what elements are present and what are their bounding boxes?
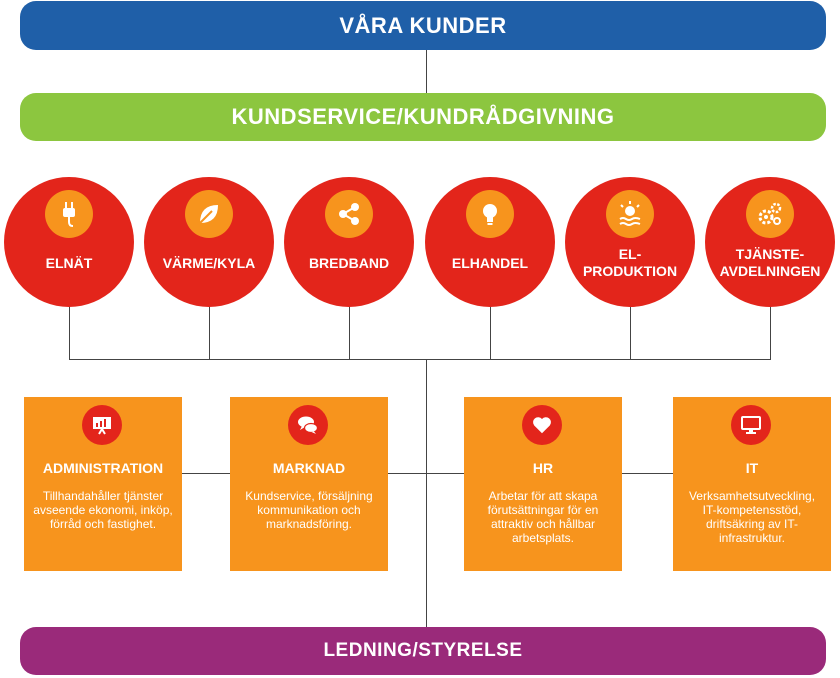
unit-elhandel: ELHANDEL — [425, 177, 555, 307]
unit-label: ELHANDEL — [451, 254, 529, 271]
connector-top-mid — [426, 50, 427, 93]
connector-trunk — [426, 359, 427, 627]
dept-title: HR — [532, 460, 554, 476]
dept-title: MARKNAD — [272, 460, 346, 476]
plug-icon — [45, 190, 93, 238]
unit-tjansteavdelningen: TJÄNSTE- AVDELNINGEN — [705, 177, 835, 307]
unit-label: BREDBAND — [308, 254, 390, 271]
lightbulb-icon — [466, 190, 514, 238]
dept-administration: ADMINISTRATION Tillhandahåller tjänster … — [24, 397, 182, 571]
dept-description: Arbetar för att skapa förutsättningar fö… — [487, 489, 599, 545]
connector-unit-5 — [630, 306, 631, 360]
share-icon — [325, 190, 373, 238]
dept-title: ADMINISTRATION — [42, 460, 164, 476]
management-label: LEDNING/STYRELSE — [323, 640, 523, 661]
dept-it: IT Verksamhetsutveckling, IT-kompetensst… — [673, 397, 831, 571]
dept-description: Tillhandahåller tjänster avseende ekonom… — [33, 489, 173, 531]
unit-varme-kyla: VÄRME/KYLA — [144, 177, 274, 307]
dept-title: IT — [745, 460, 759, 476]
heart-icon — [522, 405, 562, 445]
gears-icon — [746, 190, 794, 238]
unit-label: TJÄNSTE- AVDELNINGEN — [719, 246, 821, 279]
unit-label: VÄRME/KYLA — [162, 254, 256, 271]
unit-label: ELNÄT — [45, 254, 93, 271]
unit-elproduktion: EL- PRODUKTION — [565, 177, 695, 307]
dept-hr: HR Arbetar för att skapa förutsättningar… — [464, 397, 622, 571]
connector-depts-horizontal — [182, 473, 674, 474]
sun-water-icon — [606, 190, 654, 238]
customers-bar: VÅRA KUNDER — [20, 1, 826, 50]
customer-service-label: KUNDSERVICE/KUNDRÅDGIVNING — [231, 104, 615, 129]
customers-label: VÅRA KUNDER — [339, 12, 507, 38]
connector-unit-1 — [69, 306, 70, 360]
dept-description: Kundservice, försäljning kommunikation o… — [245, 489, 373, 531]
unit-elnat: ELNÄT — [4, 177, 134, 307]
speech-bubbles-icon — [288, 405, 328, 445]
connector-unit-6 — [770, 306, 771, 360]
unit-bredband: BREDBAND — [284, 177, 414, 307]
monitor-icon — [731, 405, 771, 445]
connector-unit-2 — [209, 306, 210, 360]
presentation-chart-icon — [82, 405, 122, 445]
connector-units-horizontal — [69, 359, 771, 360]
connector-unit-4 — [490, 306, 491, 360]
customer-service-bar: KUNDSERVICE/KUNDRÅDGIVNING — [20, 93, 826, 141]
unit-label: EL- PRODUKTION — [582, 246, 678, 279]
connector-unit-3 — [349, 306, 350, 360]
dept-marknad: MARKNAD Kundservice, försäljning kommuni… — [230, 397, 388, 571]
leaf-icon — [185, 190, 233, 238]
management-bar: LEDNING/STYRELSE — [20, 627, 826, 675]
dept-description: Verksamhetsutveckling, IT-kompetensstöd,… — [688, 489, 816, 545]
